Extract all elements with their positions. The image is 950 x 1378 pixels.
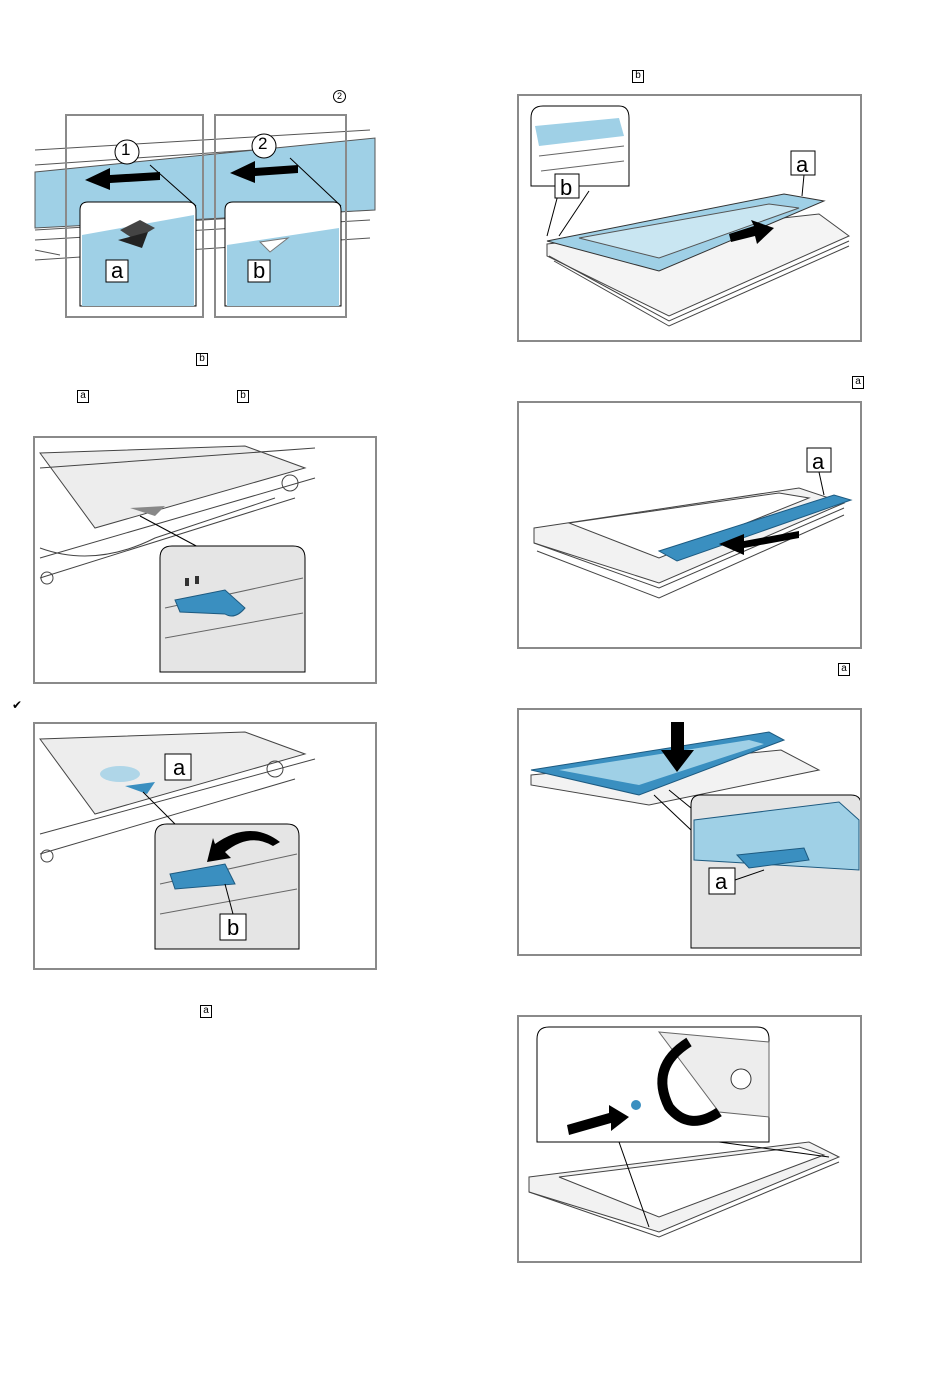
figure-press-strip: a (517, 708, 862, 956)
step-2-label: 2 (258, 134, 267, 154)
figure-clip-holder (33, 436, 377, 684)
callout-label-a: a (715, 869, 727, 895)
figure-slide-glass-steps: 1 2 a b (30, 110, 380, 320)
callout-label-b: b (560, 175, 572, 201)
reference-label-b: b (237, 390, 249, 403)
callout-label-a: a (812, 449, 824, 475)
step-number-circle: 2 (333, 90, 346, 103)
step-1-label: 1 (121, 140, 130, 160)
callout-label-a: a (796, 152, 808, 178)
reference-label-b: b (196, 353, 208, 366)
reference-label-a: a (77, 390, 89, 403)
result-check-icon: ✔ (12, 698, 22, 712)
callout-label-b: b (253, 258, 265, 284)
reference-label-b: b (632, 70, 644, 83)
callout-label-a: a (173, 755, 185, 781)
reference-label-a: a (200, 1005, 212, 1018)
reference-label-a: a (852, 376, 864, 389)
figure-attach-strip: a (517, 401, 862, 649)
figure-screw-tighten (517, 1015, 862, 1263)
figure-fold-clip: a b (33, 722, 377, 970)
callout-label-b: b (227, 915, 239, 941)
reference-label-a: a (838, 663, 850, 676)
figure-insert-glass-pane: b a (517, 94, 862, 342)
callout-label-a: a (111, 258, 123, 284)
